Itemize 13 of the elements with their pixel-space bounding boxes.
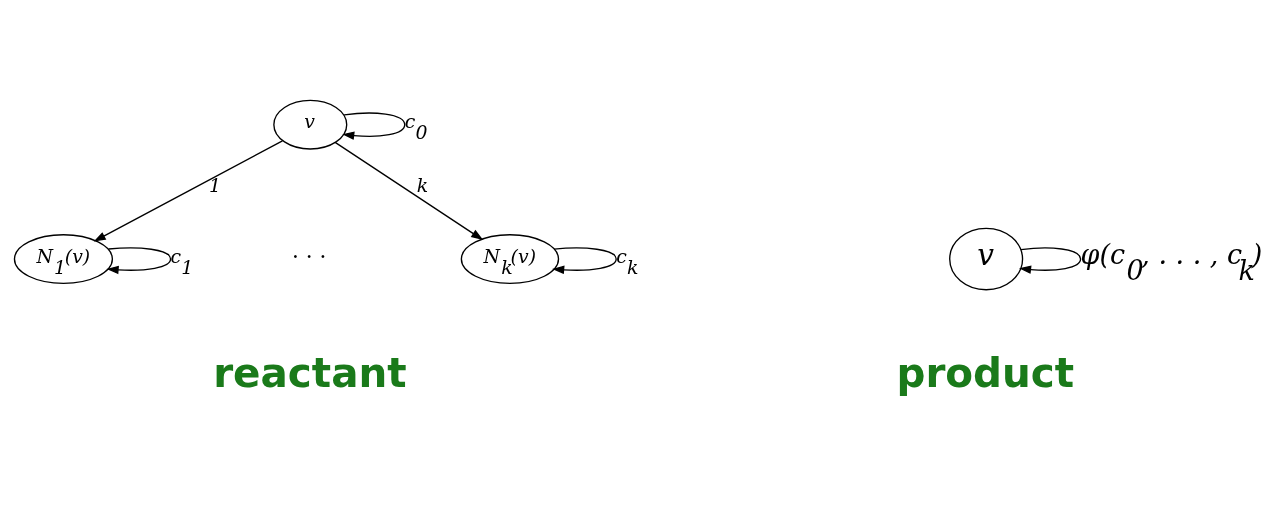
arrow	[93, 140, 284, 242]
edge-label: 1	[209, 174, 222, 197]
label: reactant	[213, 348, 407, 397]
arrow	[334, 141, 484, 241]
label: product	[896, 348, 1075, 397]
arrow	[106, 247, 172, 275]
arrow	[342, 112, 406, 140]
label: · · ·	[292, 244, 327, 270]
node-ellipse: v	[949, 227, 1024, 291]
arrow	[552, 247, 617, 275]
edge-label: k	[416, 174, 429, 197]
node-ellipse: v	[273, 99, 348, 150]
arrow	[1018, 247, 1082, 274]
